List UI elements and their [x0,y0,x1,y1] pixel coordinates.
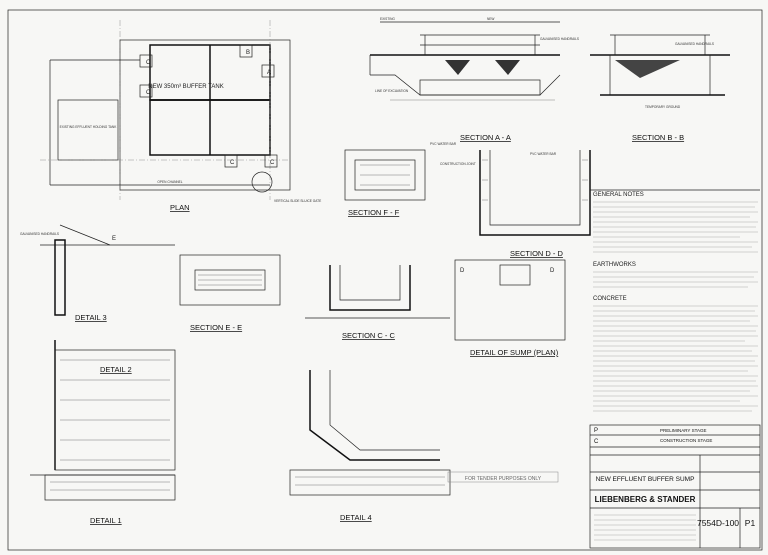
existing-label: EXISTING [380,17,395,21]
d3-marker-e: E [112,236,116,242]
section-dd: CONSTRUCTION JOINT PVC WATER BAR SECTION… [440,150,591,258]
detail-1-title: DETAIL 1 [90,516,122,525]
detail-3-title: DETAIL 3 [75,313,107,322]
plan-title: PLAN [170,203,190,212]
rev-c: C [594,439,599,445]
section-dd-title: SECTION D - D [510,249,564,258]
section-ff: PVC WATER BAR SECTION F - F [344,142,457,217]
stage-preliminary: PRELIMINARY STAGE [660,428,707,433]
ff-waterbar-label: PVC WATER BAR [430,142,457,146]
stage-construction: CONSTRUCTION STAGE [660,438,712,443]
section-cc-title: SECTION C - C [342,331,396,340]
tank-label: NEW 350m³ BUFFER TANK [148,84,223,90]
temporary-ground-label: TEMPORARY GROUND [645,105,681,109]
sluice-gate-callout [251,171,273,193]
construction-joint-label: CONSTRUCTION JOINT [440,162,476,166]
detail-2-title: DETAIL 2 [100,365,132,374]
section-bb-title: SECTION B - B [632,133,684,142]
existing-basin-label: EXISTING EFFLUENT HOLDING TANK [60,125,118,129]
project-title: NEW EFFLUENT BUFFER SUMP [596,476,695,483]
handrails-label: GALVANISED HANDRAILS [540,37,579,41]
excavation-label: LINE OF EXCAVATION [375,89,409,93]
detail-4: DETAIL 4 [289,370,451,522]
tender-stamp-text: FOR TENDER PURPOSES ONLY [465,476,542,482]
company-name: LIEBENBERG & STANDER [595,495,696,504]
bb-handrails-label: GALVANISED HANDRAILS [675,42,714,46]
drawing-number: 7554D-100 [697,518,739,528]
marker-c-right: C [270,160,275,166]
detail-4-title: DETAIL 4 [340,513,372,522]
revision: P1 [745,518,756,528]
concrete-heading: CONCRETE [593,296,627,302]
existing-holding-tank [57,99,119,161]
title-block: P C PRELIMINARY STAGE CONSTRUCTION STAGE… [589,424,761,549]
sluice-gate-label: VERTICAL SLIDE SLUICE GATE [274,199,321,203]
marker-c-bottom: C [230,160,235,166]
section-ee: SECTION E - E [179,254,281,332]
marker-b: B [246,50,250,56]
section-cc: SECTION C - C [305,265,450,340]
sump-marker-d-right: D [550,268,555,274]
plan-view: NEW 350m³ BUFFER TANK EXISTING EFFLUENT … [40,20,321,212]
notes-heading: GENERAL NOTES [593,192,644,198]
detail-3: GALVANISED HANDRAILS E DETAIL 3 [20,224,175,322]
marker-c-left: C [146,90,151,96]
section-ff-title: SECTION F - F [348,208,400,217]
dd-waterbar-label: PVC WATER BAR [530,152,557,156]
open-channel-label: OPEN CHANNEL [157,180,182,184]
marker-a: A [267,70,271,76]
detail-1: DETAIL 1 [30,474,176,525]
detail-sump-title: DETAIL OF SUMP (PLAN) [470,348,559,357]
section-aa: NEW EXISTING GALVANISED HANDRAILS LINE O… [369,17,579,142]
earthworks-heading: EARTHWORKS [593,262,636,268]
detail-2: DETAIL 2 [54,340,176,471]
d3-handrails-label: GALVANISED HANDRAILS [20,232,59,236]
section-bb: GALVANISED HANDRAILS TEMPORARY GROUND SE… [590,34,730,142]
tender-stamp: FOR TENDER PURPOSES ONLY [447,471,559,483]
section-ee-title: SECTION E - E [190,323,242,332]
sheet-border [7,9,763,551]
section-aa-title: SECTION A - A [460,133,511,142]
new-label: NEW [487,17,494,21]
rev-p: P [594,428,598,434]
detail-sump: D D DETAIL OF SUMP (PLAN) [454,259,566,357]
notes-body [593,201,758,253]
sump-marker-d-left: D [460,268,465,274]
marker-c-top: C [146,60,151,66]
general-notes: GENERAL NOTES EARTHWORKS CONCRETE [590,189,760,412]
